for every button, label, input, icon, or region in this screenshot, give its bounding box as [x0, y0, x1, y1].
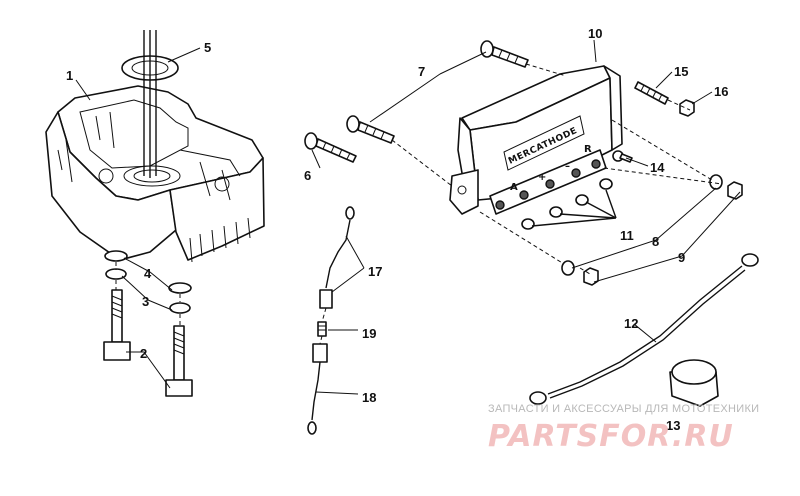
callout-3: 3: [142, 294, 149, 309]
callout-12: 12: [624, 316, 638, 331]
cap-part-13: [669, 359, 719, 407]
callout-4: 4: [144, 266, 152, 281]
screw-part-7-lower: [346, 115, 395, 144]
terminal-minus-label: –: [565, 161, 570, 172]
leader-lines: [75, 39, 741, 395]
ground-strap-part-12: [529, 253, 759, 405]
assembly-lines: [115, 63, 723, 345]
wire-part-18: [307, 343, 328, 435]
terminal-a-label: A: [510, 182, 518, 193]
callout-17: 17: [368, 264, 382, 279]
washers-part-3-4: [104, 250, 192, 314]
nuts-part-11: [521, 178, 617, 230]
watermark-caption: ЗАПЧАСТИ И АКСЕССУАРЫ ДЛЯ МОТОТЕХНИКИ: [488, 403, 759, 415]
callout-1: 1: [66, 68, 73, 83]
callout-7: 7: [418, 64, 425, 79]
terminal-plus-label: +: [538, 172, 546, 183]
callout-15: 15: [674, 64, 688, 79]
connector-part-19: [317, 321, 327, 337]
callout-9: 9: [678, 250, 685, 265]
callout-14: 14: [650, 160, 665, 175]
callout-18: 18: [362, 390, 376, 405]
callout-19: 19: [362, 326, 376, 341]
callout-10: 10: [588, 26, 602, 41]
callout-11: 11: [620, 228, 634, 243]
watermark: ЗАПЧАСТИ И АКСЕССУАРЫ ДЛЯ МОТОТЕХНИКИ PA…: [488, 403, 759, 454]
callout-2: 2: [140, 346, 147, 361]
screw-part-6: [304, 132, 357, 163]
nut-part-16: [679, 99, 695, 117]
callout-5: 5: [204, 40, 211, 55]
wire-harness-part-17: [319, 206, 355, 309]
washer-nut-parts-8-9: [561, 174, 743, 286]
watermark-logo: PARTSFOR.RU: [488, 419, 734, 454]
bolt-part-2-left: [103, 289, 131, 361]
bolt-part-2-right: [165, 325, 193, 397]
terminal-r-label: R: [584, 144, 592, 155]
callout-13: 13: [666, 418, 680, 433]
callout-6: 6: [304, 168, 311, 183]
screw-part-7-upper: [480, 40, 529, 68]
screw-part-14: [612, 150, 633, 163]
callout-16: 16: [714, 84, 728, 99]
callout-8: 8: [652, 234, 659, 249]
mercathode-controller-part-10: MERCATHODE A + – R: [449, 65, 623, 215]
grommet-part-5: [121, 30, 179, 178]
callout-labels: 1 2 3 4 5 6 7 8 9 10 11 12 13 14 15 16 1…: [66, 26, 728, 433]
bracket-part-1: [45, 85, 265, 263]
stud-part-15: [634, 81, 669, 105]
